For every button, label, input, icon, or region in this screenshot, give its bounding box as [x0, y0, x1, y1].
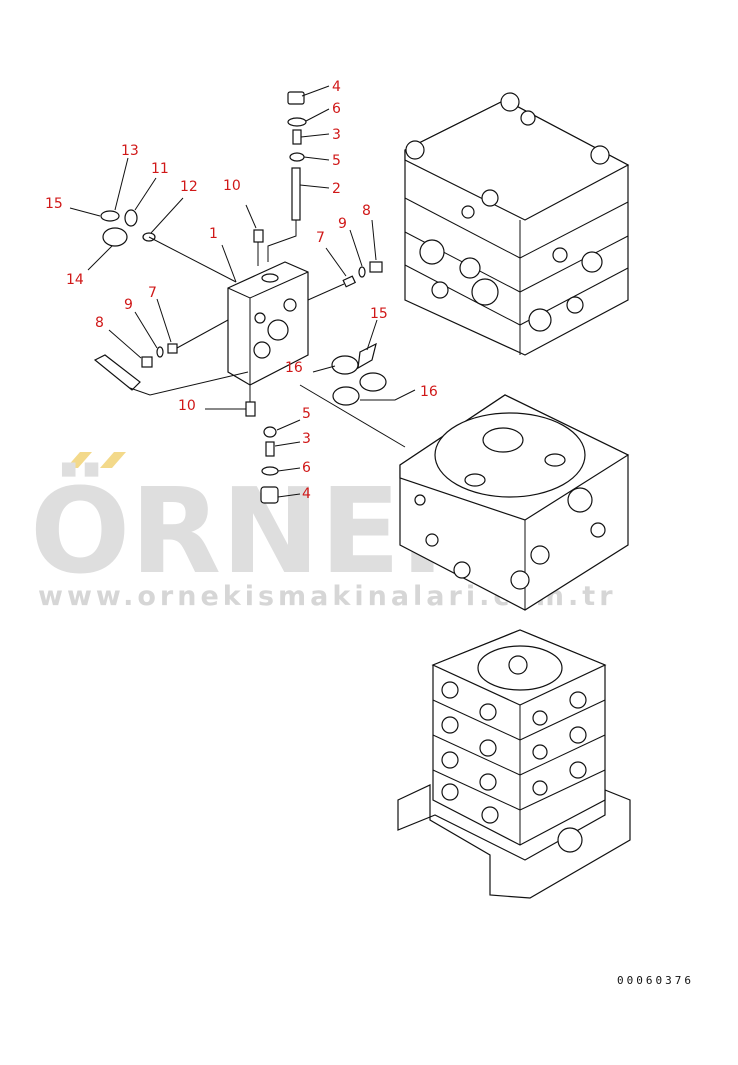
callout-14: 14	[66, 272, 84, 288]
callout-2: 2	[332, 181, 341, 197]
callout-16-right: 16	[420, 384, 438, 400]
callout-4-bottom: 4	[302, 486, 311, 502]
callout-9-right: 9	[338, 216, 347, 232]
callout-7-left: 7	[148, 285, 157, 301]
callout-3-bottom: 3	[302, 431, 311, 447]
callout-11: 11	[151, 161, 169, 177]
callout-13: 13	[121, 143, 139, 159]
watermark-dot-left	[66, 452, 92, 468]
valve-section-middle	[399, 394, 630, 611]
drawing-code: 00060376	[617, 974, 694, 987]
watermark-dot-right	[100, 452, 126, 468]
callout-15-right: 15	[370, 306, 388, 322]
callout-6-bottom: 6	[302, 460, 311, 476]
callout-5-top: 5	[332, 153, 341, 169]
callout-15-left: 15	[45, 196, 63, 212]
exploded-parts	[93, 91, 406, 504]
callout-7-right: 7	[316, 230, 325, 246]
callout-10-bottom: 10	[178, 398, 196, 414]
callout-10-top: 10	[223, 178, 241, 194]
valve-assembly-bottom	[397, 629, 631, 899]
callout-3-top: 3	[332, 127, 341, 143]
callouts: 4 6 3 5 2 13 11 12 10 15 1 7 9 8 14 9 7 …	[45, 79, 438, 502]
callout-6-top: 6	[332, 101, 341, 117]
valve-stack-top	[404, 92, 630, 356]
callout-8-left: 8	[95, 315, 104, 331]
callout-8-right: 8	[362, 203, 371, 219]
callout-12: 12	[180, 179, 198, 195]
part-1-block	[227, 261, 309, 386]
callout-9-left: 9	[124, 297, 133, 313]
callout-1: 1	[209, 226, 218, 242]
callout-16-left: 16	[285, 360, 303, 376]
callout-5-bottom: 5	[302, 406, 311, 422]
callout-4-top: 4	[332, 79, 341, 95]
